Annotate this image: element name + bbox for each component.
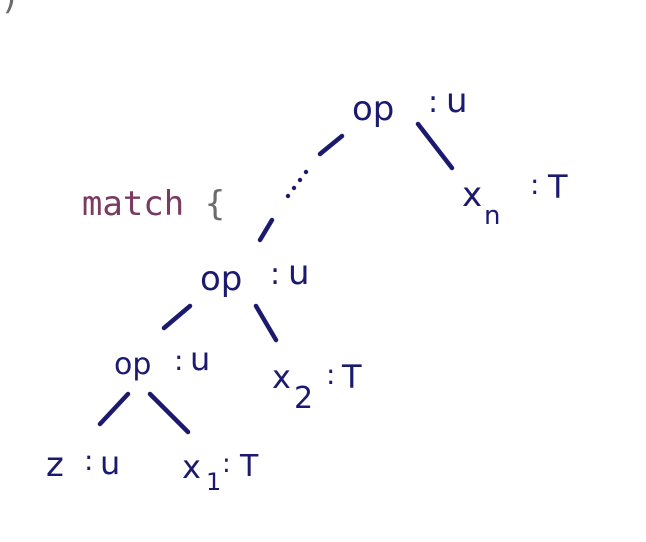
x1-type-label: T bbox=[239, 449, 259, 484]
root-colon: : bbox=[428, 85, 438, 120]
root-type-label: u bbox=[446, 81, 468, 121]
code-line-match: match { bbox=[0, 138, 225, 270]
tree-node-root: op : u bbox=[352, 81, 468, 129]
low-colon: : bbox=[174, 344, 183, 377]
x2-var-label: x bbox=[272, 358, 291, 396]
z-colon: : bbox=[84, 444, 93, 477]
x1-subscript-label: 1 bbox=[206, 468, 221, 496]
edge-root-to-xn bbox=[415, 121, 455, 171]
tree-node-z: z : u bbox=[46, 444, 120, 485]
low-type-label: u bbox=[190, 340, 210, 378]
match-keyword: match bbox=[81, 184, 185, 224]
mid-type-label: u bbox=[288, 253, 310, 293]
x1-colon: : bbox=[222, 449, 231, 479]
edge-ellipsis-to-mid bbox=[257, 217, 275, 243]
code-fragment-top: ) bbox=[0, 0, 20, 18]
open-brace: { bbox=[204, 184, 226, 224]
low-op-label: op bbox=[114, 347, 151, 382]
tree-node-x1: x 1 : T bbox=[182, 448, 259, 496]
ellipsis-dots bbox=[285, 169, 309, 199]
edge-mid-to-x2 bbox=[253, 303, 279, 343]
x2-colon: : bbox=[326, 358, 335, 391]
xn-var-label: x bbox=[462, 175, 482, 215]
tree-node-mid: op : u bbox=[200, 253, 310, 299]
edge-root-to-ellipsis bbox=[317, 133, 345, 157]
x2-type-label: T bbox=[341, 358, 362, 396]
xn-type-label: T bbox=[547, 168, 568, 206]
mid-colon: : bbox=[270, 257, 280, 292]
edge-low-to-z bbox=[97, 391, 131, 427]
z-var-label: z bbox=[46, 445, 64, 485]
tree-node-low: op : u bbox=[114, 340, 210, 382]
x2-subscript-label: 2 bbox=[294, 381, 313, 416]
xn-subscript-label: n bbox=[484, 201, 500, 231]
edge-mid-to-low bbox=[161, 303, 193, 331]
x1-var-label: x bbox=[182, 448, 201, 486]
tree-node-xn: x n : T bbox=[462, 168, 568, 231]
tree-node-x2: x 2 : T bbox=[272, 358, 362, 416]
z-type-label: u bbox=[100, 444, 120, 482]
xn-colon: : bbox=[530, 168, 539, 201]
edge-low-to-x1 bbox=[147, 391, 191, 435]
mid-op-label: op bbox=[200, 259, 242, 299]
root-op-label: op bbox=[352, 89, 394, 129]
